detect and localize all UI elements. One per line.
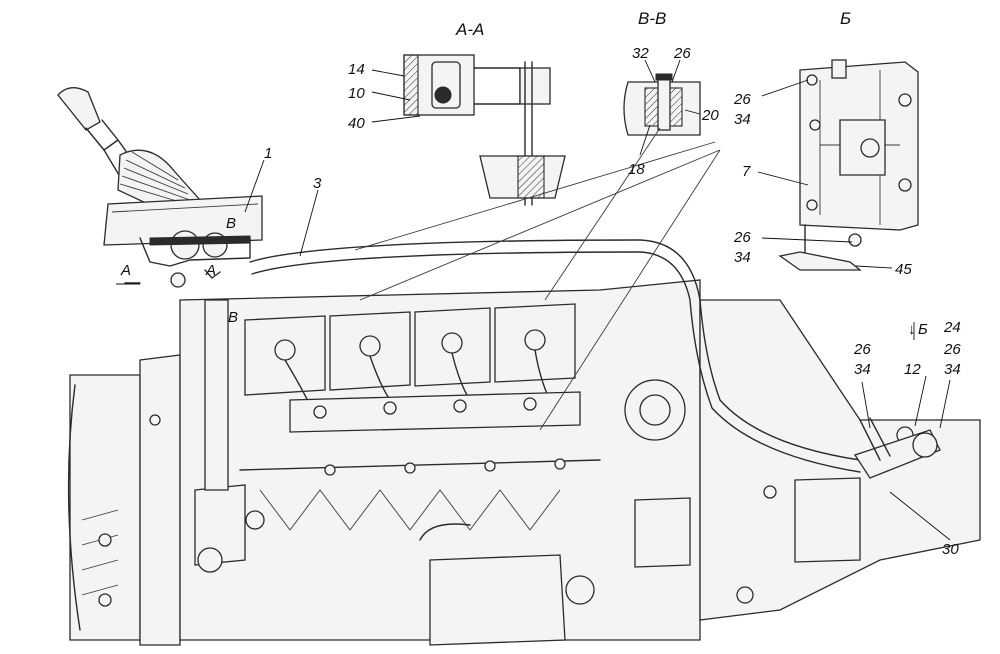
callout-26-vv: 26	[673, 45, 691, 62]
callout-24: 24	[943, 319, 961, 336]
callout-26-b-bottom: 26	[733, 229, 751, 246]
section-a-a-title: А-А	[455, 20, 484, 39]
view-arrow-icon: ↓	[908, 321, 916, 338]
callout-30: 30	[942, 541, 959, 558]
callout-34-b-top: 34	[734, 111, 751, 128]
callout-3: 3	[313, 175, 322, 192]
callout-34-right: 34	[944, 361, 961, 378]
callout-20: 20	[701, 107, 719, 124]
section-mark-a-left: А	[120, 262, 131, 279]
view-b-detail	[778, 59, 919, 271]
callout-34-b-bottom: 34	[734, 249, 751, 266]
callout-12: 12	[904, 361, 921, 378]
callout-10: 10	[348, 85, 365, 102]
gearshift-lever-assembly	[57, 87, 263, 288]
section-mark-v-bottom: В	[228, 309, 238, 326]
section-mark-v-top: В	[226, 215, 236, 232]
gearshift-drive-rod	[249, 239, 941, 479]
callout-34-right-left: 34	[854, 361, 871, 378]
view-b-title: Б	[840, 9, 851, 28]
callout-40: 40	[348, 115, 365, 132]
section-a-a-detail	[403, 54, 566, 206]
callout-26-right: 26	[943, 341, 961, 358]
leader-lines	[116, 59, 951, 541]
callout-14: 14	[348, 61, 365, 78]
engine-main-body	[67, 279, 981, 646]
callout-45: 45	[895, 261, 912, 278]
callout-32: 32	[632, 45, 649, 62]
callout-26-b-top: 26	[733, 91, 751, 108]
section-mark-a-right: А	[205, 262, 216, 279]
callout-18: 18	[628, 161, 645, 178]
section-v-v-detail	[623, 73, 701, 136]
callout-26-right-left: 26	[853, 341, 871, 358]
callout-1: 1	[264, 145, 272, 162]
section-mark-b-arrow: Б	[918, 321, 928, 338]
callout-7: 7	[742, 163, 751, 180]
section-v-v-title: В-В	[638, 9, 666, 28]
projection-lines	[354, 127, 721, 431]
